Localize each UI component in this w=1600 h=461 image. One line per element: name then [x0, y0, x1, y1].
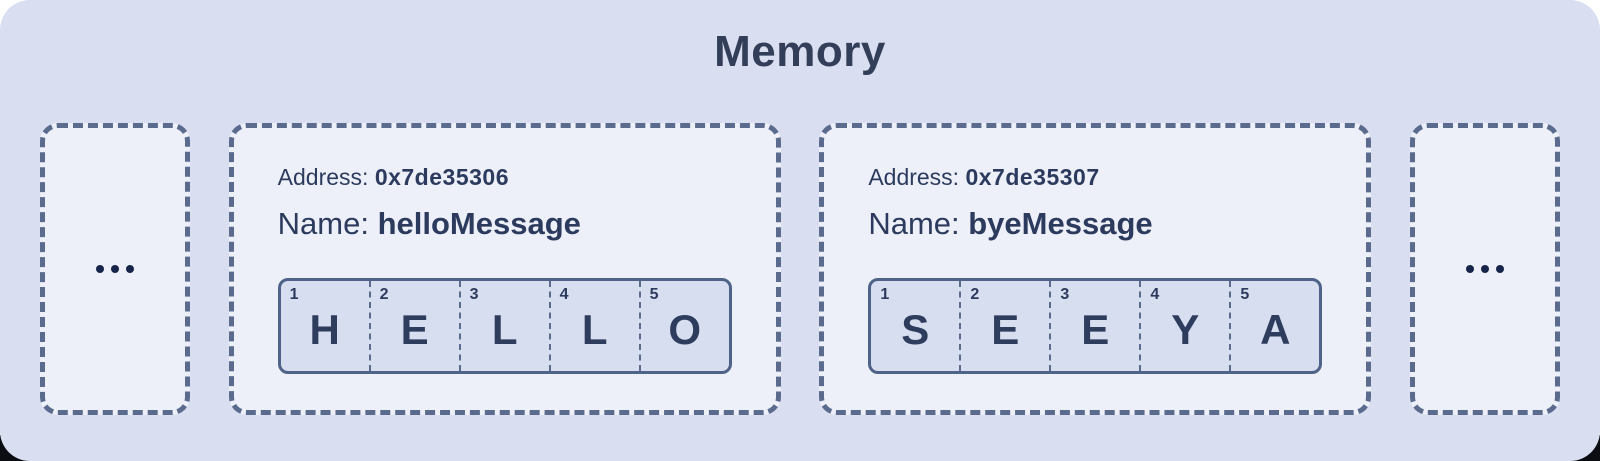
cell-char: E	[991, 305, 1020, 353]
name-label: Name:	[868, 206, 960, 242]
address-line: Address: 0x7de35307	[868, 164, 1322, 190]
address-value: 0x7de35306	[374, 163, 509, 190]
name-value: helloMessage	[377, 206, 581, 242]
array-cell: 5 O	[638, 280, 729, 371]
array-cell: 3 E	[1049, 280, 1139, 371]
page-title: Memory	[714, 27, 886, 76]
ellipsis-dot	[96, 264, 104, 273]
ellipsis-dot	[1495, 264, 1504, 273]
cell-index: 2	[379, 285, 389, 303]
address-value: 0x7de35307	[965, 163, 1100, 190]
array-cell: 2 E	[368, 280, 459, 371]
ellipsis-dot	[1480, 264, 1489, 273]
cell-char: E	[1081, 305, 1110, 353]
memory-slot-placeholder-right	[1409, 122, 1560, 415]
address-label: Address:	[277, 163, 369, 190]
name-line: Name: byeMessage	[868, 206, 1322, 242]
cell-char: E	[400, 305, 429, 353]
array-cell: 2 E	[959, 280, 1049, 371]
array-cell: 1 H	[281, 281, 369, 371]
cell-index: 4	[559, 285, 569, 303]
ellipsis-dot	[111, 264, 119, 273]
address-label: Address:	[868, 163, 960, 190]
name-label: Name:	[277, 206, 369, 242]
array-cell: 4 L	[548, 280, 639, 371]
cell-index: 5	[649, 285, 659, 303]
memory-block-bye: Address: 0x7de35307 Name: byeMessage 1 S…	[819, 122, 1372, 415]
memory-block-hello: Address: 0x7de35306 Name: helloMessage 1…	[228, 122, 781, 415]
cell-index: 3	[469, 285, 479, 303]
cell-char: Y	[1171, 305, 1200, 353]
cell-char: S	[901, 305, 930, 353]
array-cell: 1 S	[871, 281, 959, 371]
ellipsis-icon	[96, 264, 134, 273]
ellipsis-dot	[126, 264, 134, 273]
name-line: Name: helloMessage	[278, 206, 732, 242]
cell-index: 2	[970, 285, 980, 303]
name-value: byeMessage	[968, 206, 1153, 242]
cell-char: H	[309, 305, 340, 353]
array-cell: 4 Y	[1139, 280, 1229, 371]
char-array: 1 S 2 E 3 E 4 Y 5 A	[868, 277, 1323, 374]
array-cell: 5 A	[1229, 280, 1319, 371]
cell-index: 3	[1060, 285, 1070, 303]
memory-row: Address: 0x7de35306 Name: helloMessage 1…	[40, 122, 1560, 415]
memory-slot-placeholder-left	[40, 122, 190, 415]
address-line: Address: 0x7de35306	[278, 164, 732, 190]
cell-char: L	[491, 305, 518, 353]
char-array: 1 H 2 E 3 L 4 L 5 O	[277, 277, 732, 374]
cell-index: 1	[289, 285, 299, 303]
ellipsis-icon	[1465, 264, 1504, 273]
cell-index: 4	[1150, 285, 1160, 303]
cell-index: 5	[1240, 285, 1250, 303]
cell-char: O	[668, 305, 701, 353]
array-cell: 3 L	[458, 280, 549, 371]
ellipsis-dot	[1465, 264, 1474, 273]
cell-index: 1	[880, 285, 890, 303]
cell-char: A	[1260, 305, 1291, 353]
cell-char: L	[581, 305, 608, 353]
